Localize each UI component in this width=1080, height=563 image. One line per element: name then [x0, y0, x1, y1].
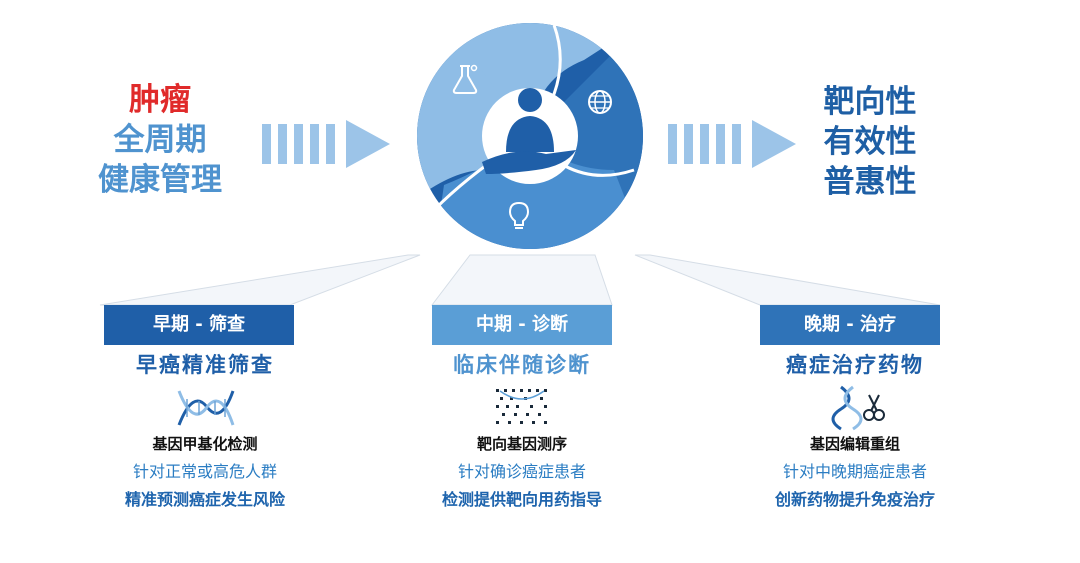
- target-line: 针对中晚期癌症患者: [782, 462, 927, 481]
- stage-subtitle: 临床伴随诊断: [453, 353, 591, 377]
- stage-label: 晚期 - 治疗: [760, 305, 940, 345]
- sequencing-icon: [496, 389, 547, 424]
- left-arrow-icon: [262, 120, 390, 168]
- benefit-line: 创新药物提升免疫治疗: [774, 490, 935, 509]
- method-title: 基因编辑重组: [809, 435, 900, 453]
- right-title-line1: 靶向性: [823, 84, 917, 120]
- right-arrow-icon: [668, 120, 796, 168]
- right-title-line2: 有效性: [823, 124, 917, 160]
- stage-early: 早期 - 筛查 早癌精准筛查 基因甲基化检测 针对正常或高危人群 精准预测癌症发…: [55, 305, 355, 510]
- target-line: 针对确诊癌症患者: [457, 462, 586, 481]
- flask-icon: [452, 64, 478, 94]
- stage-label: 中期 - 诊断: [432, 305, 612, 345]
- stage-late: 晚期 - 治疗 癌症治疗药物 基因编辑重组 针对中晚期癌症患者 创新药物提升免疫…: [705, 305, 1005, 510]
- left-title-line1: 肿瘤: [129, 82, 191, 118]
- left-title-line2: 全周期: [113, 122, 207, 158]
- right-title: 靶向性 有效性 普惠性: [800, 82, 940, 202]
- right-title-line3: 普惠性: [823, 164, 917, 200]
- method-title: 基因甲基化检测: [152, 435, 258, 453]
- benefit-line: 检测提供靶向用药指导: [441, 490, 602, 509]
- stage-subtitle: 癌症治疗药物: [786, 353, 924, 377]
- benefit-line: 精准预测癌症发生风险: [124, 490, 285, 509]
- stage-label: 早期 - 筛查: [104, 305, 294, 345]
- person-hand-icon: [482, 88, 576, 174]
- method-title: 靶向基因测序: [476, 435, 567, 453]
- dna-icon: [177, 390, 235, 426]
- left-title-line3: 健康管理: [98, 162, 222, 198]
- globe-icon: [588, 90, 612, 114]
- left-title: 肿瘤 全周期 健康管理: [80, 80, 240, 200]
- target-line: 针对正常或高危人群: [132, 462, 277, 481]
- lightbulb-icon: [508, 201, 530, 229]
- dna-scissors-icon: [831, 385, 885, 431]
- stage-subtitle: 早癌精准筛查: [136, 353, 274, 377]
- stage-middle: 中期 - 诊断 临床伴随诊断 靶向基因测序 针对确诊癌症患者 检测提供靶向用药指…: [372, 305, 672, 510]
